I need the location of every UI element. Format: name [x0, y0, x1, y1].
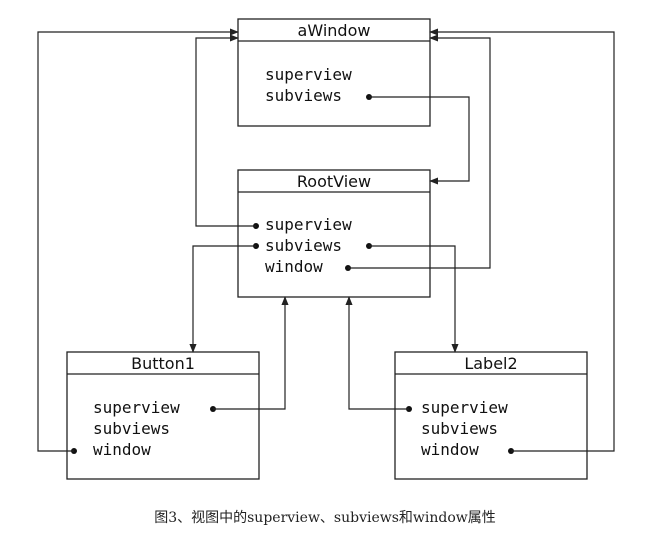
rootview-box: RootView superview subviews window	[237, 169, 431, 298]
rootview-window-field: window	[265, 257, 323, 276]
button1-window-to-awindow-arrow	[37, 28, 239, 452]
label2-superview-field: superview	[421, 398, 508, 417]
rootview-subviews-field: subviews	[265, 236, 342, 255]
rootview-superview-field: superview	[265, 215, 352, 234]
label2-window-field: window	[421, 440, 479, 459]
awindow-subviews-field: subviews	[265, 86, 342, 105]
awindow-box: aWindow superview subviews	[237, 18, 431, 127]
button1-superview-to-rootview-arrow	[213, 296, 289, 410]
awindow-title: aWindow	[298, 21, 371, 40]
label2-superview-to-rootview-arrow	[345, 296, 409, 410]
rootview-title: RootView	[297, 172, 371, 191]
rootview-subviews-to-button1-arrow	[189, 245, 256, 353]
label2-title: Label2	[464, 354, 517, 373]
label2-box: Label2 superview subviews window	[394, 351, 588, 480]
awindow-subviews-to-rootview-arrow	[369, 96, 470, 185]
rootview-window-to-awindow-arrow	[348, 34, 491, 269]
button1-title: Button1	[131, 354, 195, 373]
label2-subviews-field: subviews	[421, 419, 498, 438]
button1-box: Button1 superview subviews window	[66, 351, 260, 480]
button1-superview-field: superview	[93, 398, 180, 417]
button1-window-field: window	[93, 440, 151, 459]
figure-caption: 图3、视图中的superview、subviews和window属性	[154, 510, 496, 526]
rootview-subviews-to-label2-arrow	[369, 245, 459, 353]
rootview-superview-to-awindow-arrow	[195, 34, 256, 227]
label2-window-to-awindow-arrow	[429, 28, 615, 452]
button1-subviews-field: subviews	[93, 419, 170, 438]
awindow-superview-field: superview	[265, 65, 352, 84]
